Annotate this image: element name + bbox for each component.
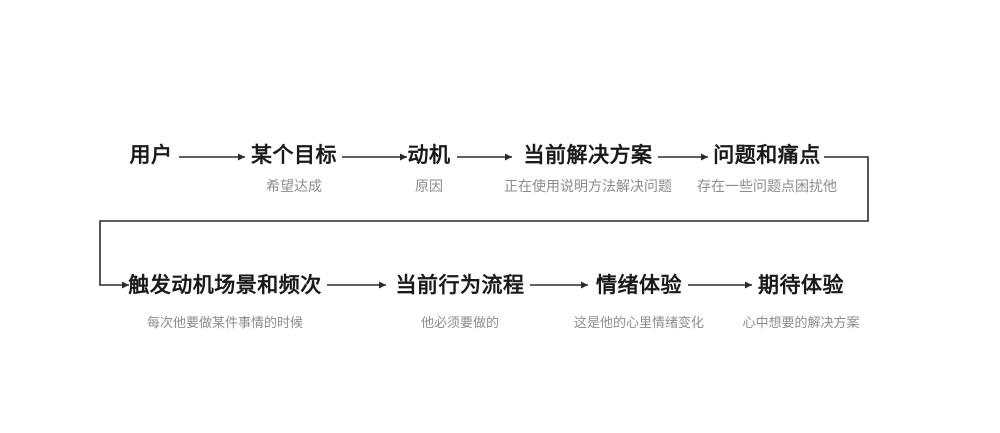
node-emotional-experience-subtitle: 这是他的心里情绪变化 — [573, 315, 705, 330]
node-user: 用户 — [130, 144, 173, 178]
node-trigger-scene-frequency: 触发动机场景和频次 每次他要做某件事情的时候 — [128, 273, 322, 330]
node-current-behavior-flow-subtitle: 他必须要做的 — [420, 315, 499, 330]
node-current-behavior-flow-label: 当前行为流程 — [395, 274, 525, 297]
node-goal: 某个目标 希望达成 — [251, 144, 337, 194]
node-motivation: 动机 原因 — [408, 144, 451, 194]
node-expected-experience-subtitle: 心中想要的解决方案 — [742, 315, 860, 330]
node-emotional-experience-label: 情绪体验 — [595, 274, 682, 297]
node-pain-points-label: 问题和痛点 — [713, 144, 821, 167]
node-motivation-label: 动机 — [407, 144, 451, 167]
node-user-label: 用户 — [129, 144, 173, 167]
node-motivation-subtitle: 原因 — [415, 178, 443, 194]
node-current-solution: 当前解决方案 正在使用说明方法解决问题 — [504, 144, 672, 194]
node-expected-experience-label: 期待体验 — [757, 274, 844, 297]
node-pain-points: 问题和痛点 存在一些问题点困扰他 — [697, 144, 837, 194]
node-emotional-experience: 情绪体验 这是他的心里情绪变化 — [574, 273, 704, 330]
node-current-solution-label: 当前解决方案 — [523, 144, 653, 167]
node-expected-experience: 期待体验 心中想要的解决方案 — [742, 273, 859, 330]
node-pain-points-subtitle: 存在一些问题点困扰他 — [697, 178, 837, 194]
node-trigger-scene-frequency-subtitle: 每次他要做某件事情的时候 — [146, 315, 303, 330]
node-goal-label: 某个目标 — [251, 144, 337, 167]
node-current-solution-subtitle: 正在使用说明方法解决问题 — [504, 178, 672, 194]
node-current-behavior-flow: 当前行为流程 他必须要做的 — [396, 273, 525, 330]
node-goal-subtitle: 希望达成 — [266, 178, 322, 194]
node-trigger-scene-frequency-label: 触发动机场景和频次 — [128, 274, 322, 297]
